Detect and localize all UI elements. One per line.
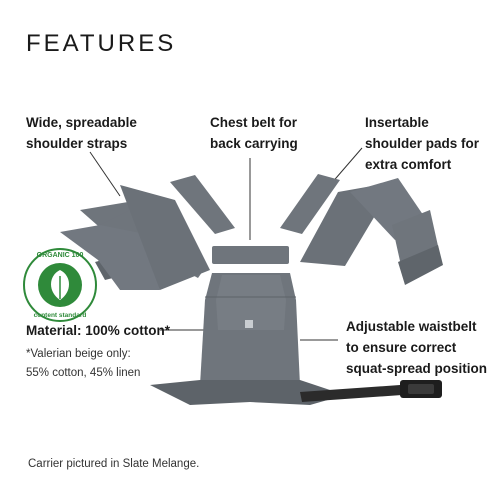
right-shoulder-strap	[300, 178, 443, 285]
callout-shoulder-pads: Insertable shoulder pads for extra comfo…	[365, 112, 479, 175]
callout-waistbelt: Adjustable waistbelt to ensure correct s…	[346, 316, 487, 379]
carrier-body-panel	[200, 273, 300, 398]
caption: Carrier pictured in Slate Melange.	[28, 458, 200, 470]
right-shoulder-pad	[280, 174, 340, 234]
organic-badge	[23, 248, 97, 322]
callout-line: extra comfort	[365, 157, 452, 172]
left-shoulder-pad	[170, 175, 235, 234]
callout-line: squat-spread position	[346, 361, 488, 376]
callout-shoulder-straps: Wide, spreadable shoulder straps	[26, 112, 137, 154]
note-line: 55% cotton, 45% linen	[26, 367, 141, 379]
callout-material: Material: 100% cotton*	[26, 323, 171, 338]
badge-bottom-text: content standard	[33, 312, 87, 319]
callout-line: Insertable	[365, 115, 429, 130]
callout-line: back carrying	[210, 136, 298, 151]
callout-line: shoulder straps	[26, 136, 128, 151]
callout-line: to ensure correct	[346, 340, 457, 355]
chest-belt	[212, 246, 289, 264]
callout-line: Chest belt for	[210, 115, 298, 130]
note-line: *Valerian beige only:	[26, 348, 131, 360]
callout-chest-belt: Chest belt for back carrying	[210, 112, 298, 154]
leaf-icon	[54, 278, 55, 279]
callout-line: shoulder pads for	[365, 136, 480, 151]
callout-line: Adjustable waistbelt	[346, 319, 477, 334]
badge-top-text: ORGANIC 100	[36, 252, 84, 259]
page-title: FEATURES	[26, 30, 177, 57]
waistbelt	[150, 380, 442, 405]
callout-line: Wide, spreadable	[26, 115, 137, 130]
material-note: *Valerian beige only: 55% cotton, 45% li…	[26, 345, 140, 383]
left-shoulder-strap	[60, 185, 210, 290]
